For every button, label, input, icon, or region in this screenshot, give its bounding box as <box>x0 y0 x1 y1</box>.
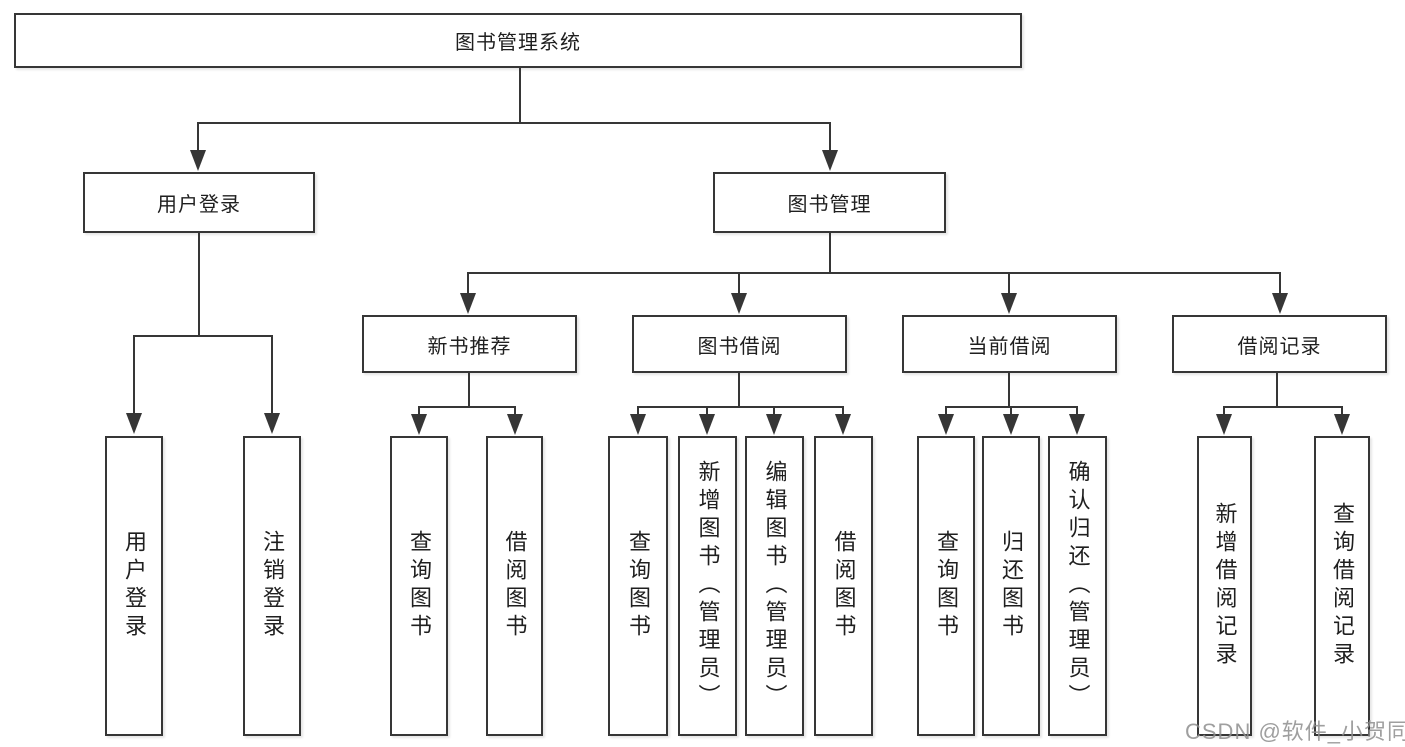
node-label: 编辑图书（管理员） <box>762 460 788 712</box>
connector-vertical <box>738 373 740 407</box>
arrowhead-down-icon <box>411 414 427 435</box>
node-label: 查询图书 <box>407 530 432 642</box>
node-label: 归还图书 <box>999 530 1024 642</box>
node-label: 当前借阅 <box>967 335 1052 358</box>
arrowhead-down-icon <box>1272 293 1288 314</box>
node-root-library-system: 图书管理系统 <box>14 13 1022 68</box>
leaf-query-books-borrowing: 查询图书 <box>608 436 668 736</box>
leaf-edit-books-admin: 编辑图书（管理员） <box>745 436 804 736</box>
node-label: 图书借阅 <box>697 335 782 358</box>
connector-stub <box>706 406 708 415</box>
node-label: 确认归还（管理员） <box>1065 460 1091 712</box>
arrowhead-down-icon <box>190 150 206 171</box>
leaf-confirm-return-admin: 确认归还（管理员） <box>1048 436 1107 736</box>
node-label: 查询图书 <box>626 530 651 642</box>
connector-stub <box>197 122 199 151</box>
connector-stub <box>1223 406 1225 415</box>
leaf-query-borrow-record: 查询借阅记录 <box>1314 436 1370 736</box>
connector-stub <box>829 122 831 151</box>
connector-vertical <box>468 373 470 407</box>
arrowhead-down-icon <box>460 293 476 314</box>
arrowhead-down-icon <box>822 150 838 171</box>
arrowhead-down-icon <box>699 414 715 435</box>
connector-vertical <box>1008 373 1010 407</box>
node-label: 用户登录 <box>157 194 241 216</box>
node-new-book-recommendation: 新书推荐 <box>362 315 577 373</box>
node-label: 图书管理系统 <box>455 32 581 54</box>
leaf-query-books-recommend: 查询图书 <box>390 436 448 736</box>
node-label: 借阅记录 <box>1237 335 1322 358</box>
connector-level2-splitter <box>198 122 831 124</box>
connector-splitter <box>1224 406 1343 408</box>
node-label: 借阅图书 <box>502 530 528 642</box>
node-label: 注销登录 <box>260 530 285 642</box>
connector-stub <box>271 335 273 414</box>
node-label: 新书推荐 <box>427 335 512 358</box>
leaf-borrow-books: 借阅图书 <box>814 436 873 736</box>
leaf-logout: 注销登录 <box>243 436 301 736</box>
connector-stub <box>467 272 469 294</box>
connector-stub <box>738 272 740 294</box>
leaf-add-borrow-record: 新增借阅记录 <box>1197 436 1252 736</box>
connector-level3-splitter <box>468 272 1281 274</box>
node-label: 查询借阅记录 <box>1330 502 1355 670</box>
connector-stub <box>1279 272 1281 294</box>
node-label: 借阅图书 <box>831 530 857 642</box>
node-label: 新增借阅记录 <box>1212 502 1238 670</box>
arrowhead-down-icon <box>1001 293 1017 314</box>
arrowhead-down-icon <box>507 414 523 435</box>
leaf-borrow-books-recommend: 借阅图书 <box>486 436 543 736</box>
connector-user-login-splitter <box>134 335 273 337</box>
connector-vertical <box>1276 373 1278 407</box>
arrowhead-down-icon <box>1003 414 1019 435</box>
connector-splitter <box>419 406 516 408</box>
csdn-watermark: CSDN @软件_小贺同学 <box>1185 719 1405 744</box>
arrowhead-down-icon <box>264 413 280 434</box>
connector-stub <box>133 335 135 414</box>
arrowhead-down-icon <box>1069 414 1085 435</box>
node-label: 用户登录 <box>122 530 147 642</box>
arrowhead-down-icon <box>835 414 851 435</box>
leaf-return-books: 归还图书 <box>982 436 1040 736</box>
connector-stub <box>1008 272 1010 294</box>
leaf-query-books-current: 查询图书 <box>917 436 975 736</box>
node-current-borrowing: 当前借阅 <box>902 315 1117 373</box>
arrowhead-down-icon <box>630 414 646 435</box>
node-label: 查询图书 <box>934 530 959 642</box>
connector-splitter <box>638 406 844 408</box>
connector-stub <box>418 406 420 415</box>
leaf-user-login: 用户登录 <box>105 436 163 736</box>
arrowhead-down-icon <box>1216 414 1232 435</box>
node-label: 新增图书（管理员） <box>695 460 721 712</box>
connector-stub <box>1010 406 1012 415</box>
arrowhead-down-icon <box>731 293 747 314</box>
arrowhead-down-icon <box>766 414 782 435</box>
arrowhead-down-icon <box>938 414 954 435</box>
node-book-management: 图书管理 <box>713 172 946 233</box>
connector-stub <box>773 406 775 415</box>
connector-stub <box>945 406 947 415</box>
connector-book-management-vertical <box>829 233 831 273</box>
connector-splitter <box>946 406 1078 408</box>
connector-stub <box>842 406 844 415</box>
node-label: 图书管理 <box>787 194 872 216</box>
connector-root-vertical <box>519 68 521 122</box>
leaf-add-books-admin: 新增图书（管理员） <box>678 436 737 736</box>
node-user-login: 用户登录 <box>83 172 315 233</box>
connector-user-login-vertical <box>198 233 200 336</box>
connector-stub <box>1076 406 1078 415</box>
arrowhead-down-icon <box>1334 414 1350 435</box>
connector-stub <box>1341 406 1343 415</box>
connector-stub <box>514 406 516 415</box>
node-book-borrowing: 图书借阅 <box>632 315 847 373</box>
connector-stub <box>637 406 639 415</box>
node-borrowing-records: 借阅记录 <box>1172 315 1387 373</box>
arrowhead-down-icon <box>126 413 142 434</box>
